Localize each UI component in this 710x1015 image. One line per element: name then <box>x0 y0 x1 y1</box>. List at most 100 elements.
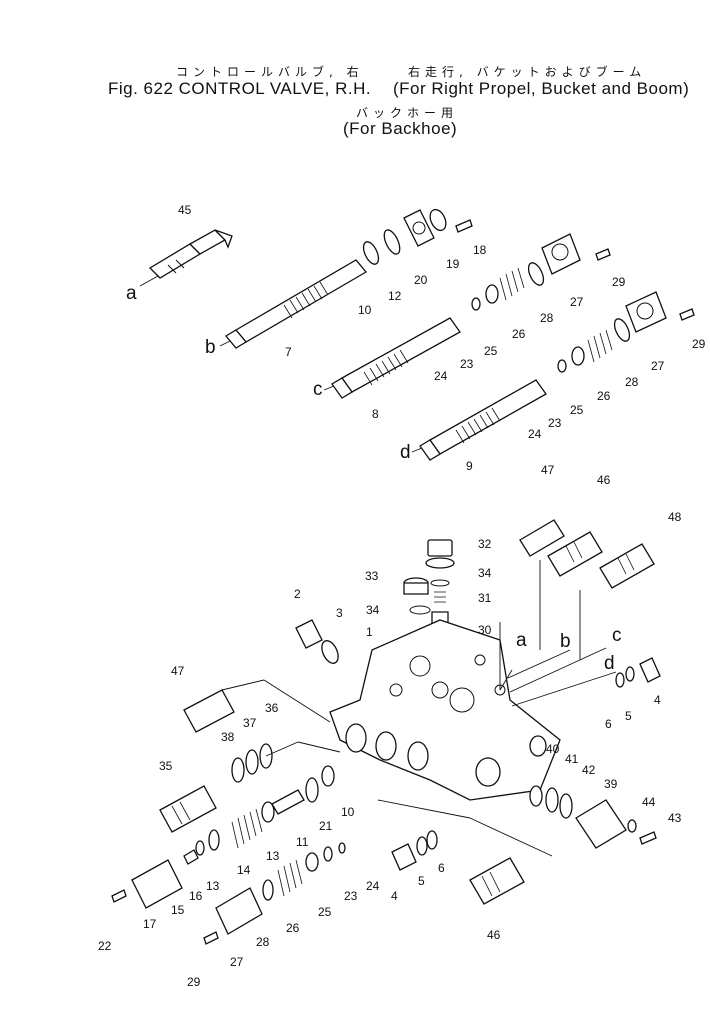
port-letters: a b c d a b c d <box>126 283 622 674</box>
port-lines <box>499 560 617 707</box>
port-letter-a-left: a <box>126 283 137 304</box>
top-plugs <box>403 539 455 629</box>
callout-10: 10 <box>358 303 372 317</box>
callout-26c: 26 <box>286 921 300 935</box>
callout-15: 15 <box>171 903 185 917</box>
cartridges-right <box>519 519 655 589</box>
lower-right-parts <box>377 657 661 905</box>
cap-group-upper <box>471 233 611 311</box>
callout-40: 40 <box>546 742 560 756</box>
callout-27c: 27 <box>230 955 244 969</box>
port-letter-c-left: c <box>313 379 323 400</box>
figure-title-block: コントロールバルブ, 右 右走行, バケットおよびブーム Fig. 622 CO… <box>0 0 710 150</box>
port-letter-b-left: b <box>205 337 216 358</box>
callout-23c: 23 <box>344 889 358 903</box>
cap-group-middle <box>557 291 695 373</box>
callout-43: 43 <box>668 811 682 825</box>
callout-19: 19 <box>446 257 460 271</box>
callout-6-right: 6 <box>605 717 612 731</box>
callout-28b: 28 <box>625 375 639 389</box>
callout-25b: 25 <box>570 403 584 417</box>
seal-stack-top <box>362 208 473 265</box>
callout-28: 28 <box>540 311 554 325</box>
spool-7 <box>219 259 367 349</box>
callout-7: 7 <box>285 345 292 359</box>
callout-42: 42 <box>582 763 596 777</box>
callout-28c: 28 <box>256 935 270 949</box>
callout-46-bottom: 46 <box>487 928 501 942</box>
callout-3: 3 <box>336 606 343 620</box>
port-letter-b-right: b <box>560 631 571 652</box>
title-en-applications: (For Right Propel, Bucket and Boom) <box>393 79 690 98</box>
callout-13a: 13 <box>266 849 280 863</box>
title-jp-backhoe: バックホー用 <box>356 106 459 120</box>
callout-16: 16 <box>189 889 203 903</box>
callout-24b: 24 <box>528 427 542 441</box>
callout-24: 24 <box>434 369 448 383</box>
callout-48: 48 <box>668 510 682 524</box>
callouts: 45 18 19 20 12 10 7 29 27 26 28 25 23 24… <box>98 203 706 989</box>
title-jp-applications: 右走行, バケットおよびブーム <box>408 65 647 79</box>
callout-25: 25 <box>484 344 498 358</box>
callout-6-bottom: 6 <box>438 861 445 875</box>
callout-47-left: 47 <box>171 664 185 678</box>
spool-9 <box>411 379 547 461</box>
title-en-backhoe: (For Backhoe) <box>343 119 458 138</box>
valve-body-1 <box>329 619 561 801</box>
callout-22: 22 <box>98 939 112 953</box>
callout-27: 27 <box>570 295 584 309</box>
callout-1: 1 <box>366 625 373 639</box>
callout-45: 45 <box>178 203 192 217</box>
port-letter-c-right: c <box>612 625 622 646</box>
callout-29: 29 <box>612 275 626 289</box>
callout-12: 12 <box>388 289 402 303</box>
callout-31: 31 <box>478 591 492 605</box>
callout-20: 20 <box>414 273 428 287</box>
part-45 <box>139 229 233 287</box>
callout-29c: 29 <box>187 975 201 989</box>
callout-36: 36 <box>265 701 279 715</box>
callout-32: 32 <box>478 537 492 551</box>
callout-5-right: 5 <box>625 709 632 723</box>
callout-39: 39 <box>604 777 618 791</box>
port-letter-d-right: d <box>604 653 615 674</box>
callout-14: 14 <box>237 863 251 877</box>
callout-23b: 23 <box>548 416 562 430</box>
callout-23: 23 <box>460 357 474 371</box>
figure-label: Fig. 622 CONTROL VALVE, R.H. <box>108 79 372 98</box>
callout-34a: 34 <box>478 566 492 580</box>
spool-8 <box>323 317 461 399</box>
callout-27b: 27 <box>651 359 665 373</box>
callout-47-top: 47 <box>541 463 555 477</box>
callout-8: 8 <box>372 407 379 421</box>
callout-44: 44 <box>642 795 656 809</box>
callout-24c: 24 <box>366 879 380 893</box>
callout-26b: 26 <box>597 389 611 403</box>
callout-41: 41 <box>565 752 579 766</box>
title-jp-main: コントロールバルブ, 右 <box>176 65 364 79</box>
callout-4-right: 4 <box>654 693 661 707</box>
port-letter-a-right: a <box>516 630 527 651</box>
callout-4-bottom: 4 <box>391 889 398 903</box>
callout-34b: 34 <box>366 603 380 617</box>
callout-5-bottom: 5 <box>418 874 425 888</box>
callout-25c: 25 <box>318 905 332 919</box>
callout-29b: 29 <box>692 337 706 351</box>
callout-18: 18 <box>473 243 487 257</box>
callout-35: 35 <box>159 759 173 773</box>
callout-11: 11 <box>296 835 309 849</box>
callout-13b: 13 <box>206 879 220 893</box>
callout-9: 9 <box>466 459 473 473</box>
callout-17: 17 <box>143 917 157 931</box>
drawing <box>111 208 695 945</box>
left-side-parts <box>111 619 346 945</box>
callout-21: 21 <box>319 819 333 833</box>
callout-10b: 10 <box>341 805 355 819</box>
callout-33: 33 <box>365 569 379 583</box>
port-letter-d-left: d <box>400 442 411 463</box>
callout-30: 30 <box>478 623 492 637</box>
callout-2: 2 <box>294 587 301 601</box>
callout-38: 38 <box>221 730 235 744</box>
callout-26: 26 <box>512 327 526 341</box>
